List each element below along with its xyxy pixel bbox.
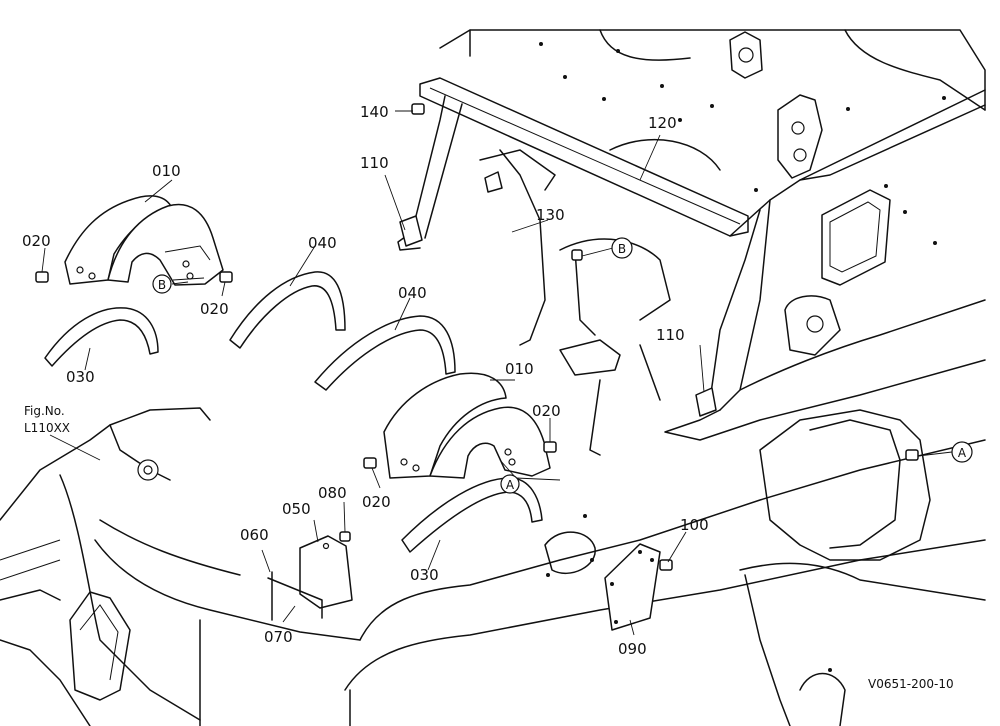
bolt-a-right	[905, 449, 919, 461]
callout-080: 080	[318, 484, 347, 502]
bracket-110-right	[695, 387, 717, 417]
callout-030-lower: 030	[410, 566, 439, 584]
callout-010-upper: 010	[152, 162, 181, 180]
callout-130: 130	[536, 206, 565, 224]
bolt-020-c	[543, 441, 557, 453]
callout-020-c: 020	[532, 402, 561, 420]
fender-010-lower	[383, 372, 551, 479]
callout-060: 060	[240, 526, 269, 544]
ref-a-right-label: A	[958, 446, 967, 460]
callout-140: 140	[360, 103, 389, 121]
ref-circle-b-center: B	[611, 237, 633, 259]
ref-b-center-label: B	[618, 242, 626, 256]
callout-030-upper: 030	[66, 368, 95, 386]
callout-110-right: 110	[656, 326, 685, 344]
clip-060	[267, 571, 323, 621]
ref-circle-a-right: A	[951, 441, 973, 463]
bolt-020-d	[363, 457, 377, 469]
callout-labels: 140 110 120 130 110 010 020 020 030 040 …	[22, 103, 709, 658]
fig-no-label: Fig.No.	[24, 404, 65, 418]
callout-010-lower: 010	[505, 360, 534, 378]
fig-no-value: L110XX	[24, 421, 70, 435]
bracket-050	[299, 535, 353, 609]
nut-b-center	[571, 249, 583, 261]
rear-frame	[0, 29, 986, 726]
bolt-020-a	[35, 271, 49, 283]
drawing-code: V0651-200-10	[868, 677, 954, 691]
callout-040-left: 040	[308, 234, 337, 252]
callout-050: 050	[282, 500, 311, 518]
fender-010-upper	[64, 195, 224, 286]
ref-circle-b-left: B	[152, 274, 172, 294]
callout-040-center: 040	[398, 284, 427, 302]
bolt-080	[339, 531, 351, 542]
fender-trim-030-upper	[44, 307, 159, 367]
ref-b-left-label: B	[158, 278, 166, 292]
bracket-110-left	[399, 215, 423, 247]
cover-plate-090	[604, 543, 661, 631]
figure-number-block: Fig.No. L110XX	[24, 404, 70, 435]
bolt-100	[659, 559, 673, 571]
callout-020-a: 020	[22, 232, 51, 250]
callout-090: 090	[618, 640, 647, 658]
fender-trim-040-center	[314, 315, 456, 391]
ref-circle-a-center: A	[500, 474, 520, 494]
fender-trim-030-lower	[401, 477, 543, 553]
callout-020-b: 020	[200, 300, 229, 318]
leader-lines	[41, 110, 953, 636]
callout-100: 100	[680, 516, 709, 534]
bolt-140	[411, 103, 425, 115]
callout-070: 070	[264, 628, 293, 646]
callout-120: 120	[648, 114, 677, 132]
callout-110-left: 110	[360, 154, 389, 172]
ref-a-center-label: A	[506, 478, 515, 492]
bracket-130	[484, 171, 503, 193]
callout-020-d: 020	[362, 493, 391, 511]
bolt-020-b	[219, 271, 233, 283]
fender-trim-040-left	[229, 271, 346, 349]
